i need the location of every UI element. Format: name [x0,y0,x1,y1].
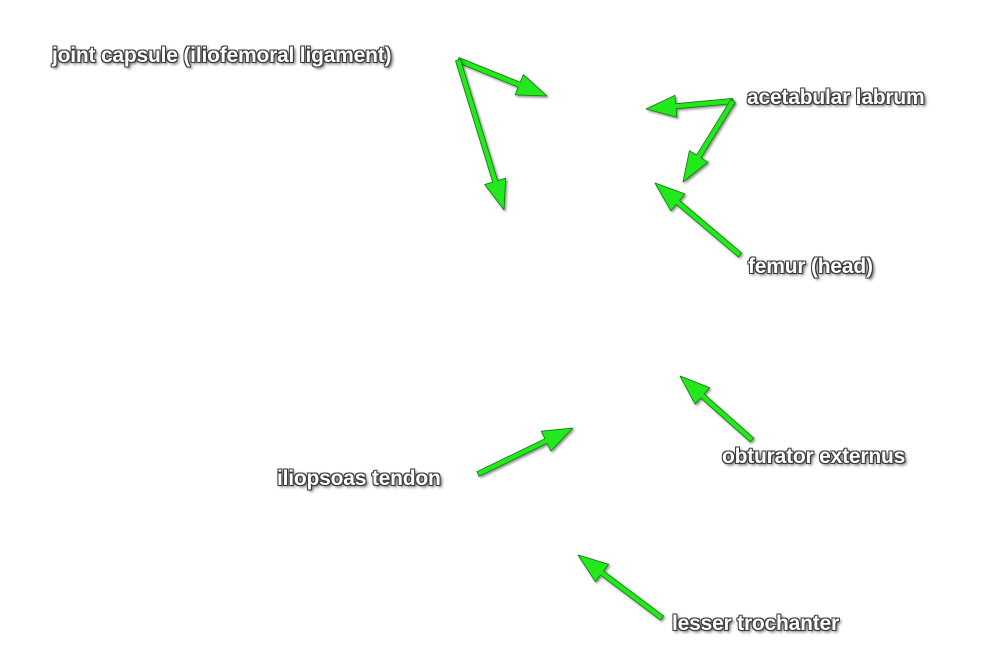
arrow-femur-head-shape [654,182,743,258]
arrow-joint-capsule-upper [456,57,548,97]
arrow-iliopsoas-tendon-shape [476,427,574,477]
label-lesser-trochanter: lesser trochanter [672,612,840,635]
arrow-acetabular-labrum-down [682,99,736,183]
arrow-obturator-externus [679,375,755,443]
label-obturator-externus: obturator externus [722,445,906,468]
label-iliopsoas-tendon: iliopsoas tendon [277,467,441,490]
arrow-lesser-trochanter-shape [577,554,664,621]
arrow-joint-capsule-lower [455,58,507,211]
arrow-lesser-trochanter [577,554,664,621]
arrow-acetabular-labrum-left-shape [645,94,734,118]
arrow-femur-head [654,182,743,258]
label-femur-head: femur (head) [748,255,873,278]
arrow-iliopsoas-tendon [476,427,574,477]
label-acetabular-labrum: acetabular labrum [747,86,925,109]
arrow-obturator-externus-shape [679,375,755,443]
arrow-joint-capsule-lower-shape [455,58,507,211]
label-joint-capsule: joint capsule (iliofemoral ligament) [52,44,392,67]
arrow-acetabular-labrum-left [645,94,734,118]
arrow-acetabular-labrum-down-shape [682,99,736,183]
arrow-joint-capsule-upper-shape [456,57,548,97]
